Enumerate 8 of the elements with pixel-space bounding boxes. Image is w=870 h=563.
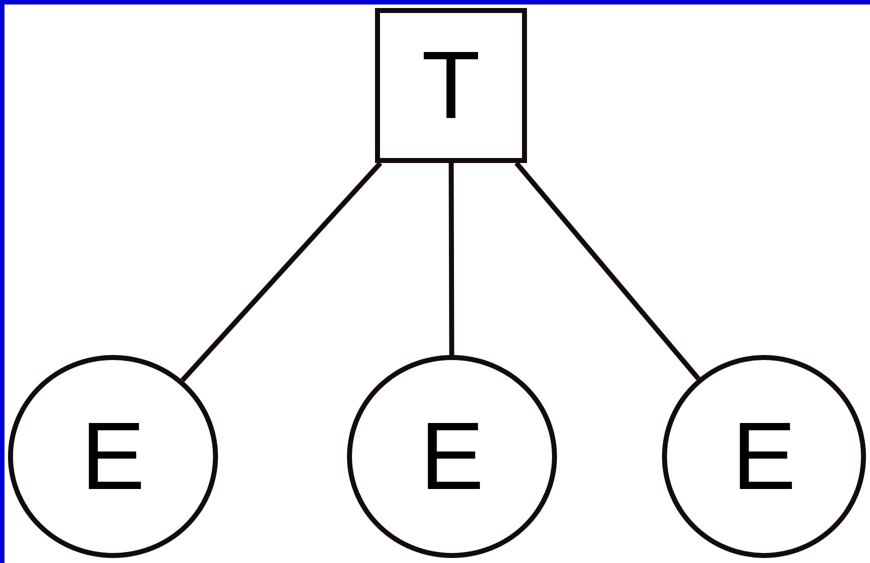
tree-box [375,8,527,163]
node-label: E [732,408,796,504]
connector-line [180,161,382,382]
node-label: E [80,408,146,504]
connector-line [514,161,700,380]
connector-line [448,163,454,355]
node-label: E [420,408,484,504]
node-label: T [422,38,480,134]
